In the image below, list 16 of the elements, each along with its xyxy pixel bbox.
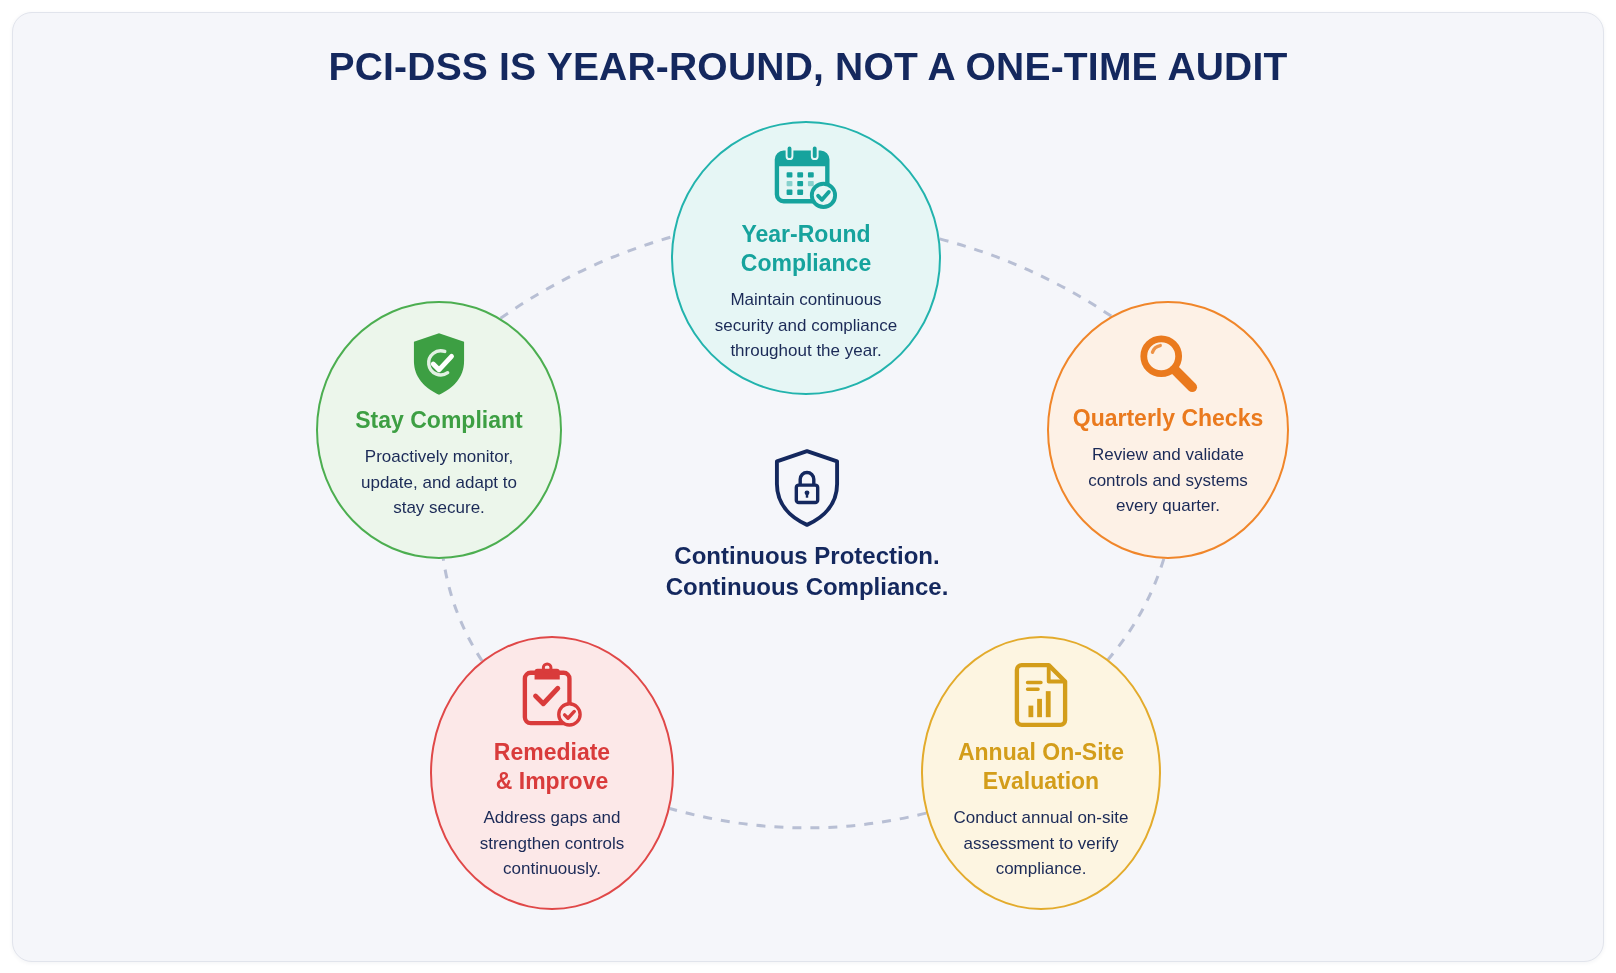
node-title: Quarterly Checks — [1072, 404, 1264, 433]
node-title: Year-Round Compliance — [739, 220, 873, 278]
node-description: Conduct annual on-site assessment to verify compliance. — [952, 807, 1130, 881]
node-title: Annual On-Site Evaluation — [956, 738, 1126, 796]
node-description: Address gaps and strengthen controls continuously. — [478, 807, 626, 881]
node-description: Proactively monitor, update, and adapt to stay secure. — [360, 446, 518, 520]
node-title: Remediate & Improve — [492, 738, 612, 796]
tagline: Continuous Protection. Continuous Compliance. — [664, 541, 950, 602]
dashed-connector — [939, 237, 1113, 318]
node-title: Stay Compliant — [355, 406, 523, 435]
dashed-connector — [441, 558, 484, 662]
node-description: Maintain continuous security and compliance throughout the year. — [713, 289, 899, 363]
title: PCI-DSS IS YEAR-ROUND, NOT A ONE-TIME AUDIT — [328, 44, 1288, 90]
node-description: Review and validate controls and systems every quarter. — [1087, 444, 1249, 518]
dashed-connector — [1106, 558, 1166, 661]
dashed-connector — [499, 235, 674, 320]
